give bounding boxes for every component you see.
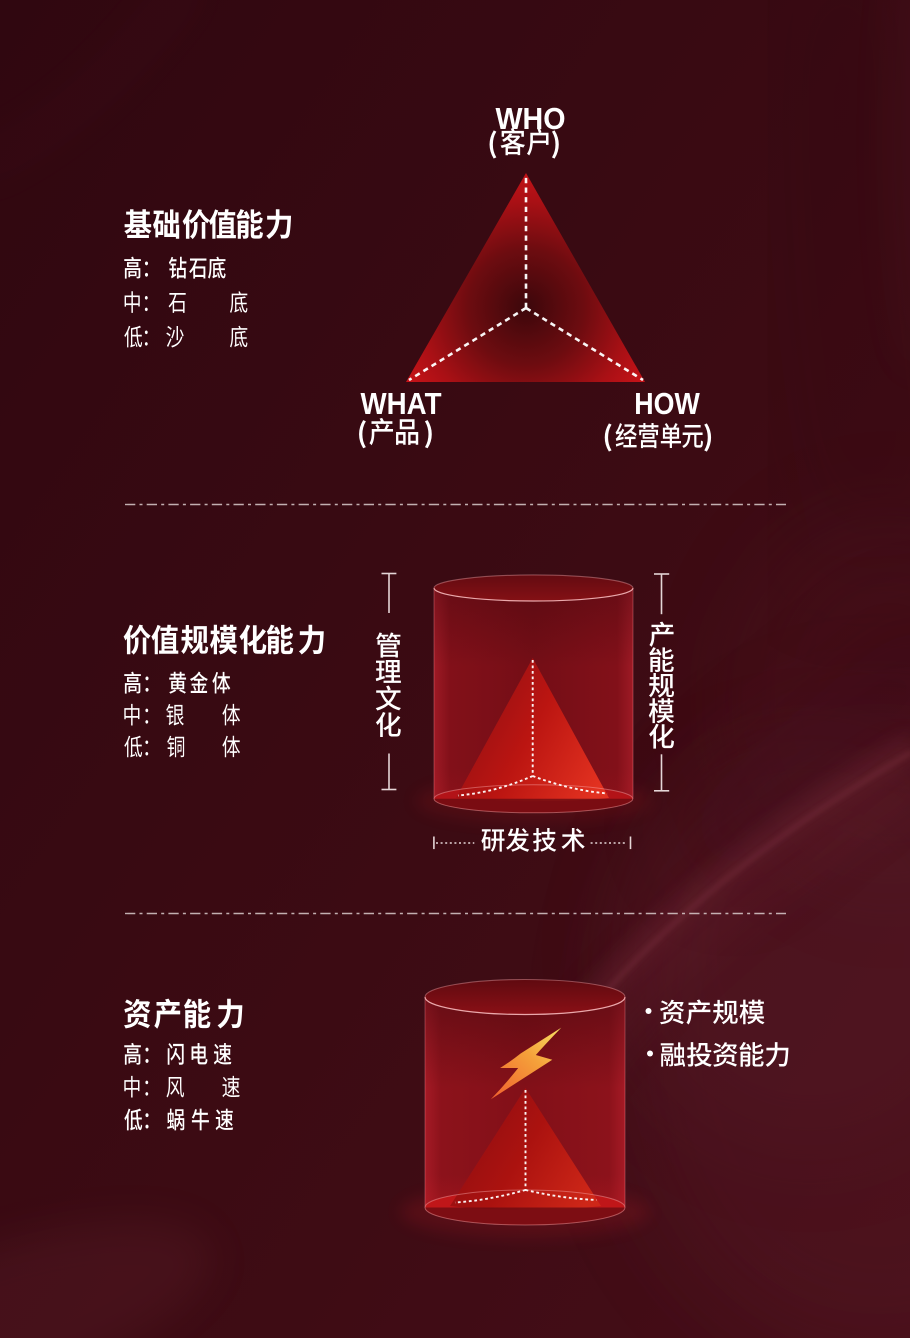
svg-text:HOW: HOW (634, 387, 700, 421)
svg-text:WHAT: WHAT (361, 387, 442, 421)
svg-text:WHO: WHO (496, 102, 566, 136)
